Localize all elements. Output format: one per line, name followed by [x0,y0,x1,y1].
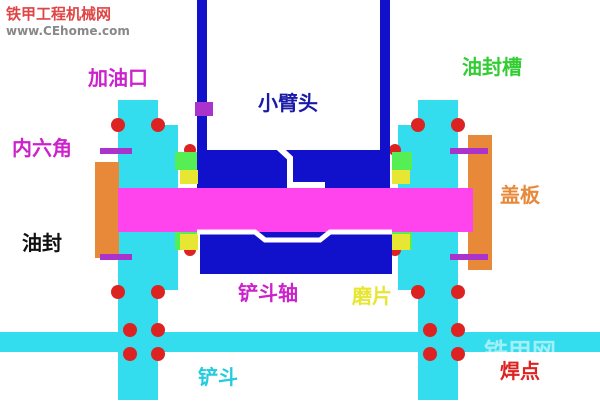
bucket-pin [118,188,473,232]
weld-point [423,347,437,361]
forearm-top-bar [197,150,390,188]
oil-channel [203,109,325,188]
label-shim: 磨片 [352,284,392,308]
shim [392,234,410,250]
shim [180,170,198,184]
label-hex-socket: 内六角 [12,136,72,160]
weld-point [111,118,125,132]
label-oil-seal: 油封 [22,231,62,255]
right-boss-upper [418,100,458,195]
weld-point [151,347,165,361]
label-cover-plate: 盖板 [500,183,541,207]
label-weld-point: 焊点 [500,359,540,383]
left-boss-upper [118,100,158,195]
weld-point [123,347,137,361]
hex-bolt [450,148,488,154]
watermark-corner-logo: 铁甲网 [484,338,556,366]
weld-point [423,323,437,337]
weld-point [151,285,165,299]
label-seal-groove: 油封槽 [462,55,522,79]
weld-point [451,347,465,361]
weld-point [411,285,425,299]
watermark-url: www.CEhome.com [6,24,130,38]
weld-point [451,323,465,337]
seal-groove [175,152,197,170]
label-bucket: 铲斗 [198,365,238,389]
weld-point [111,285,125,299]
fill-port-plug [195,102,213,116]
label-forearm-head: 小臂头 [258,91,318,115]
shim [392,170,410,184]
watermark-site-name: 铁甲工程机械网 [6,5,111,23]
weld-point [451,285,465,299]
weld-point [411,118,425,132]
hex-bolt [100,254,132,260]
label-fill-port: 加油口 [87,66,148,90]
seal-groove [392,152,412,170]
forearm-left-arm [197,0,207,155]
weld-point [151,118,165,132]
left-cover-plate [95,162,119,258]
hex-socket-bolts [100,102,488,260]
weld-point [123,323,137,337]
hex-bolt [100,148,132,154]
weld-point [451,118,465,132]
forearm-right-arm [380,0,390,155]
hex-bolt [450,254,488,260]
weld-points [111,118,465,361]
label-bucket-pin: 铲斗轴 [238,281,298,305]
weld-point [151,323,165,337]
oil-channel [197,229,392,243]
shim [180,234,198,250]
